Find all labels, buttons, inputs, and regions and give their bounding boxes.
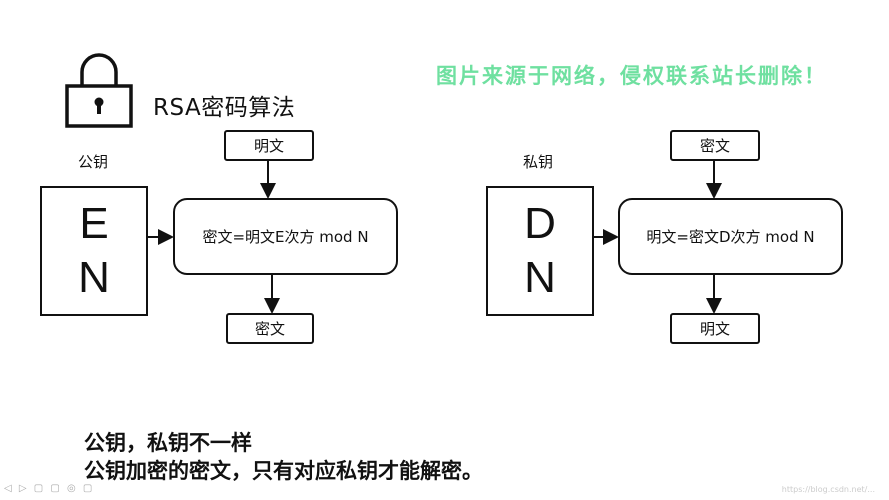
private-key-exponent: D (524, 199, 556, 248)
public-key-exponent: E (79, 199, 109, 248)
watermark: 图片来源于网络，侵权联系站长删除！ (436, 64, 827, 88)
public-key-modulus: N (78, 253, 110, 302)
source-url: https://blog.csdn.net/... (781, 485, 875, 494)
public-key-label: 公钥 (78, 153, 109, 171)
private-key-modulus: N (524, 253, 556, 302)
right-input-box: 密文 (670, 130, 760, 161)
diagram-title: RSA密码算法 (153, 95, 296, 121)
caption-line-2: 公钥加密的密文，只有对应私钥才能解密。 (84, 459, 483, 483)
lock-icon (65, 53, 133, 128)
private-key-box: D N (486, 186, 594, 316)
left-input-box: 明文 (224, 130, 314, 161)
left-output-box: 密文 (226, 313, 314, 344)
decrypt-formula-box: 明文=密文D次方 mod N (618, 198, 843, 275)
encrypt-formula-box: 密文=明文E次方 mod N (173, 198, 398, 275)
caption-line-1: 公钥，私钥不一样 (84, 431, 252, 455)
public-key-box: E N (40, 186, 148, 316)
private-key-label: 私钥 (523, 153, 554, 171)
slide-toolbar-icons[interactable]: ◁ ▷ ▢ ▢ ◎ ▢ (4, 483, 95, 494)
right-output-box: 明文 (670, 313, 760, 344)
